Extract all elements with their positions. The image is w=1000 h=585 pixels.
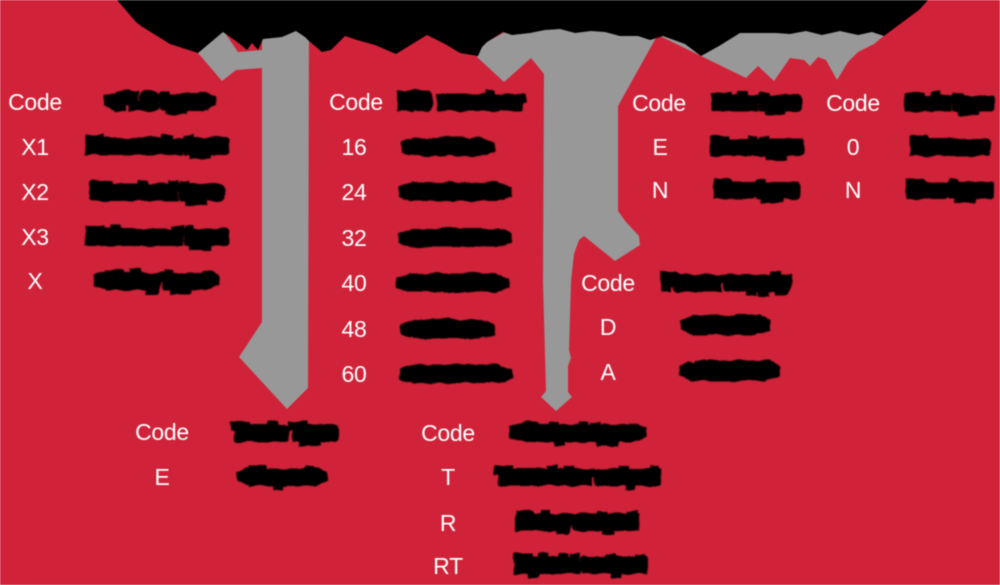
svg-text:Relay output: Relay output <box>518 512 636 533</box>
svg-text:A: A <box>600 359 616 385</box>
svg-text:<36DI/24DO>: <36DI/24DO> <box>402 365 509 384</box>
svg-text:<8DI/8DO>: <8DI/8DO> <box>404 138 492 157</box>
svg-text:Main type: Main type <box>714 92 799 112</box>
svg-text:X2: X2 <box>21 179 49 205</box>
svg-text:Enhanced type: Enhanced type <box>88 227 226 248</box>
svg-text:X: X <box>27 268 42 294</box>
svg-text:Bus type: Bus type <box>716 180 798 201</box>
svg-text:RT: RT <box>433 553 463 579</box>
svg-text:Bus type: Bus type <box>909 180 991 201</box>
svg-text:16: 16 <box>342 134 367 160</box>
svg-text:Host type: Host type <box>713 137 801 158</box>
svg-text:Code: Code <box>826 90 880 116</box>
svg-text:<16DI/16DO>: <16DI/16DO> <box>401 229 508 248</box>
svg-text:<Export>: <Export> <box>240 467 324 488</box>
svg-text:Hybrid output: Hybrid output <box>516 555 644 576</box>
svg-text:Reserve: Reserve <box>912 137 987 158</box>
svg-text:R: R <box>440 510 456 536</box>
svg-text:32: 32 <box>342 225 367 251</box>
svg-text:Economic type: Economic type <box>88 136 226 157</box>
svg-text:Code: Code <box>632 90 686 116</box>
svg-text:48: 48 <box>342 316 367 342</box>
svg-text:<Relay type>: <Relay type> <box>97 271 217 292</box>
svg-text:Code: Code <box>581 270 635 296</box>
svg-text:<DC24V>: <DC24V> <box>684 316 769 337</box>
svg-text:X3: X3 <box>21 224 49 250</box>
svg-text:D: D <box>600 314 616 340</box>
svg-text:Power supply: Power supply <box>663 273 789 294</box>
svg-text:Standard type: Standard type <box>92 182 221 203</box>
svg-text:<20DI/20DO>: <20DI/20DO> <box>399 274 506 293</box>
svg-text:E: E <box>154 464 169 490</box>
svg-text:24: 24 <box>342 179 367 205</box>
svg-text:<8DI/8DO>: <8DI/8DO> <box>404 320 492 339</box>
svg-text:I/O number: I/O number <box>399 92 524 113</box>
svg-text:<AC220V>: <AC220V> <box>682 362 778 383</box>
svg-text:Main type: Main type <box>907 92 992 112</box>
svg-text:Code: Code <box>135 419 189 445</box>
svg-text:N: N <box>652 177 668 203</box>
svg-text:Code: Code <box>8 89 62 115</box>
svg-text:Transistor output: Transistor output <box>498 467 658 488</box>
svg-text:<12DI/12DO>: <12DI/12DO> <box>401 183 508 202</box>
svg-text:Code: Code <box>421 420 475 446</box>
svg-text:E: E <box>652 134 667 160</box>
svg-text:40: 40 <box>342 270 367 296</box>
svg-text:T: T <box>441 464 455 490</box>
svg-text:<PLC type>: <PLC type> <box>107 92 214 113</box>
svg-text:X1: X1 <box>21 134 49 160</box>
svg-text:0: 0 <box>847 134 860 160</box>
svg-text:Code: Code <box>329 89 383 115</box>
svg-text:<Output type>: <Output type> <box>512 423 643 444</box>
svg-text:Trade Type: Trade Type <box>235 423 336 444</box>
svg-text:60: 60 <box>342 361 367 387</box>
svg-text:N: N <box>845 177 861 203</box>
